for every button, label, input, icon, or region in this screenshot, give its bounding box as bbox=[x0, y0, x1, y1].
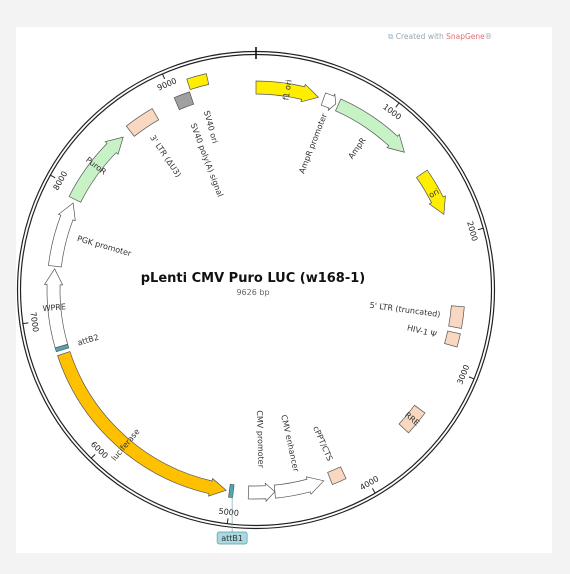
feature-pgk-promoter[interactable] bbox=[48, 202, 76, 268]
feature-wpre[interactable] bbox=[43, 268, 69, 349]
map-panel bbox=[16, 27, 552, 553]
label-five-ltr: 5' LTR (truncated) bbox=[369, 301, 441, 319]
tick-label: 8000 bbox=[52, 170, 70, 192]
tick-mark bbox=[395, 102, 400, 108]
tick-mark bbox=[371, 488, 376, 494]
attb1-label-box bbox=[216, 531, 248, 545]
tick-label: 4000 bbox=[358, 474, 380, 492]
feature-three-ltr[interactable] bbox=[125, 108, 160, 137]
label-f1-ori: f1 ori bbox=[282, 79, 294, 101]
feature-luciferase[interactable] bbox=[57, 351, 227, 497]
tick-label: 1000 bbox=[381, 102, 403, 122]
label-pgk-promoter: PGK promoter bbox=[76, 234, 133, 258]
feature-ori[interactable] bbox=[416, 169, 446, 216]
label-cmv-promoter: CMV promoter bbox=[255, 410, 266, 469]
label-sv40-polya: SV40 poly(A) signal bbox=[189, 122, 225, 198]
tick-mark bbox=[90, 454, 96, 459]
label-cppt-cts: cPPT/CTS bbox=[311, 425, 334, 463]
backbone-ring bbox=[16, 47, 496, 530]
label-attb1: attB1 bbox=[221, 534, 243, 543]
tick-label: 2000 bbox=[465, 220, 479, 242]
feature-sv40-ori[interactable] bbox=[186, 73, 210, 90]
tick-mark bbox=[22, 322, 29, 325]
tick-label: 9000 bbox=[156, 76, 178, 92]
tick-label: 3000 bbox=[455, 363, 471, 385]
feature-cmv-enhancer[interactable] bbox=[273, 476, 325, 499]
feature-layer bbox=[43, 73, 465, 503]
feature-five-ltr[interactable] bbox=[448, 305, 465, 329]
label-hiv-psi: HIV-1 Ψ bbox=[406, 323, 437, 339]
tick-mark bbox=[468, 376, 475, 380]
feature-attb1[interactable] bbox=[228, 483, 235, 499]
tick-label: 7000 bbox=[28, 311, 40, 332]
feature-puror[interactable] bbox=[68, 136, 124, 203]
credit-prefix: Created with bbox=[395, 32, 447, 41]
feature-f1-ori[interactable] bbox=[255, 80, 320, 103]
feature-hiv-psi[interactable] bbox=[444, 330, 461, 348]
snapgene-logo-icon: ⧉ bbox=[388, 32, 394, 41]
feature-cmv-promoter[interactable] bbox=[247, 482, 276, 503]
credit-brand: SnapGene bbox=[446, 32, 485, 41]
feature-sv40-polya[interactable] bbox=[173, 91, 195, 111]
label-wpre: WPRE bbox=[42, 302, 66, 313]
label-ampr: AmpR bbox=[347, 136, 368, 161]
tick-mark bbox=[161, 73, 166, 80]
label-three-ltr: 3' LTR (ΔU3) bbox=[148, 133, 183, 179]
tick-mark bbox=[50, 174, 56, 179]
label-ampr-promoter: AmpR promoter bbox=[297, 112, 329, 175]
feature-cppt-cts[interactable] bbox=[327, 466, 347, 486]
tick-mark bbox=[477, 227, 484, 231]
plasmid-size: 9626 bp bbox=[236, 288, 269, 297]
tick-label: 5000 bbox=[218, 507, 239, 518]
label-cmv-enhancer: CMV enhancer bbox=[279, 414, 300, 473]
label-ori: ori bbox=[427, 187, 440, 200]
credit-mark: ® bbox=[484, 32, 493, 41]
label-attb2: attB2 bbox=[76, 333, 99, 348]
plasmid-name: pLenti CMV Puro LUC (w168-1) bbox=[141, 271, 366, 286]
feature-rre[interactable] bbox=[398, 404, 426, 434]
feature-ampr-promoter[interactable] bbox=[320, 92, 337, 111]
tick-mark bbox=[226, 518, 229, 524]
feature-ampr[interactable] bbox=[335, 98, 405, 153]
snapgene-credit: ⧉ Created with SnapGene® bbox=[388, 32, 492, 42]
